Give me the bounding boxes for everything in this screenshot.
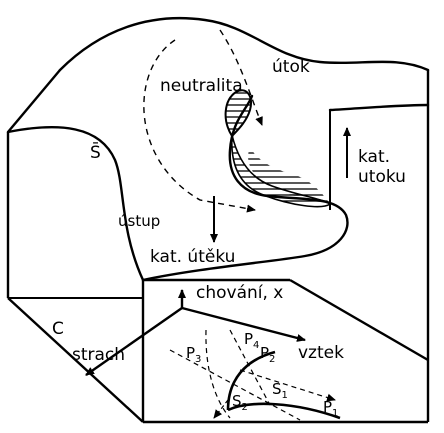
label-p1: P1	[323, 398, 338, 419]
label-p3: P3	[186, 344, 201, 365]
surface-top-edge	[60, 18, 428, 70]
label-s2: S2	[232, 392, 248, 413]
p3-line	[206, 330, 230, 418]
box-frame	[8, 70, 428, 422]
s2-arrow	[214, 400, 228, 418]
neutralita-loop	[226, 90, 251, 136]
label-s1: S1	[272, 380, 288, 401]
label-kat-utoku-2: utoku	[358, 167, 406, 187]
label-strach: strach	[72, 345, 125, 365]
label-c: C	[52, 319, 64, 339]
label-kat-utoku-1: kat.	[358, 147, 390, 167]
surface-right-front-edge	[330, 105, 428, 110]
label-neutralita: neutralita	[160, 76, 243, 96]
top-left-edge	[8, 70, 60, 132]
label-utok: útok	[272, 57, 310, 77]
label-p2: P2	[260, 344, 275, 365]
label-ustup: ústup	[118, 212, 160, 230]
label-chovani: chování, x	[196, 283, 283, 303]
label-kat-uteku: kat. útěku	[150, 247, 235, 267]
label-vztek: vztek	[298, 343, 344, 363]
label-s-bar: S̄	[90, 141, 101, 163]
surface-left-edge	[8, 127, 143, 280]
label-p4: P4	[244, 330, 259, 351]
